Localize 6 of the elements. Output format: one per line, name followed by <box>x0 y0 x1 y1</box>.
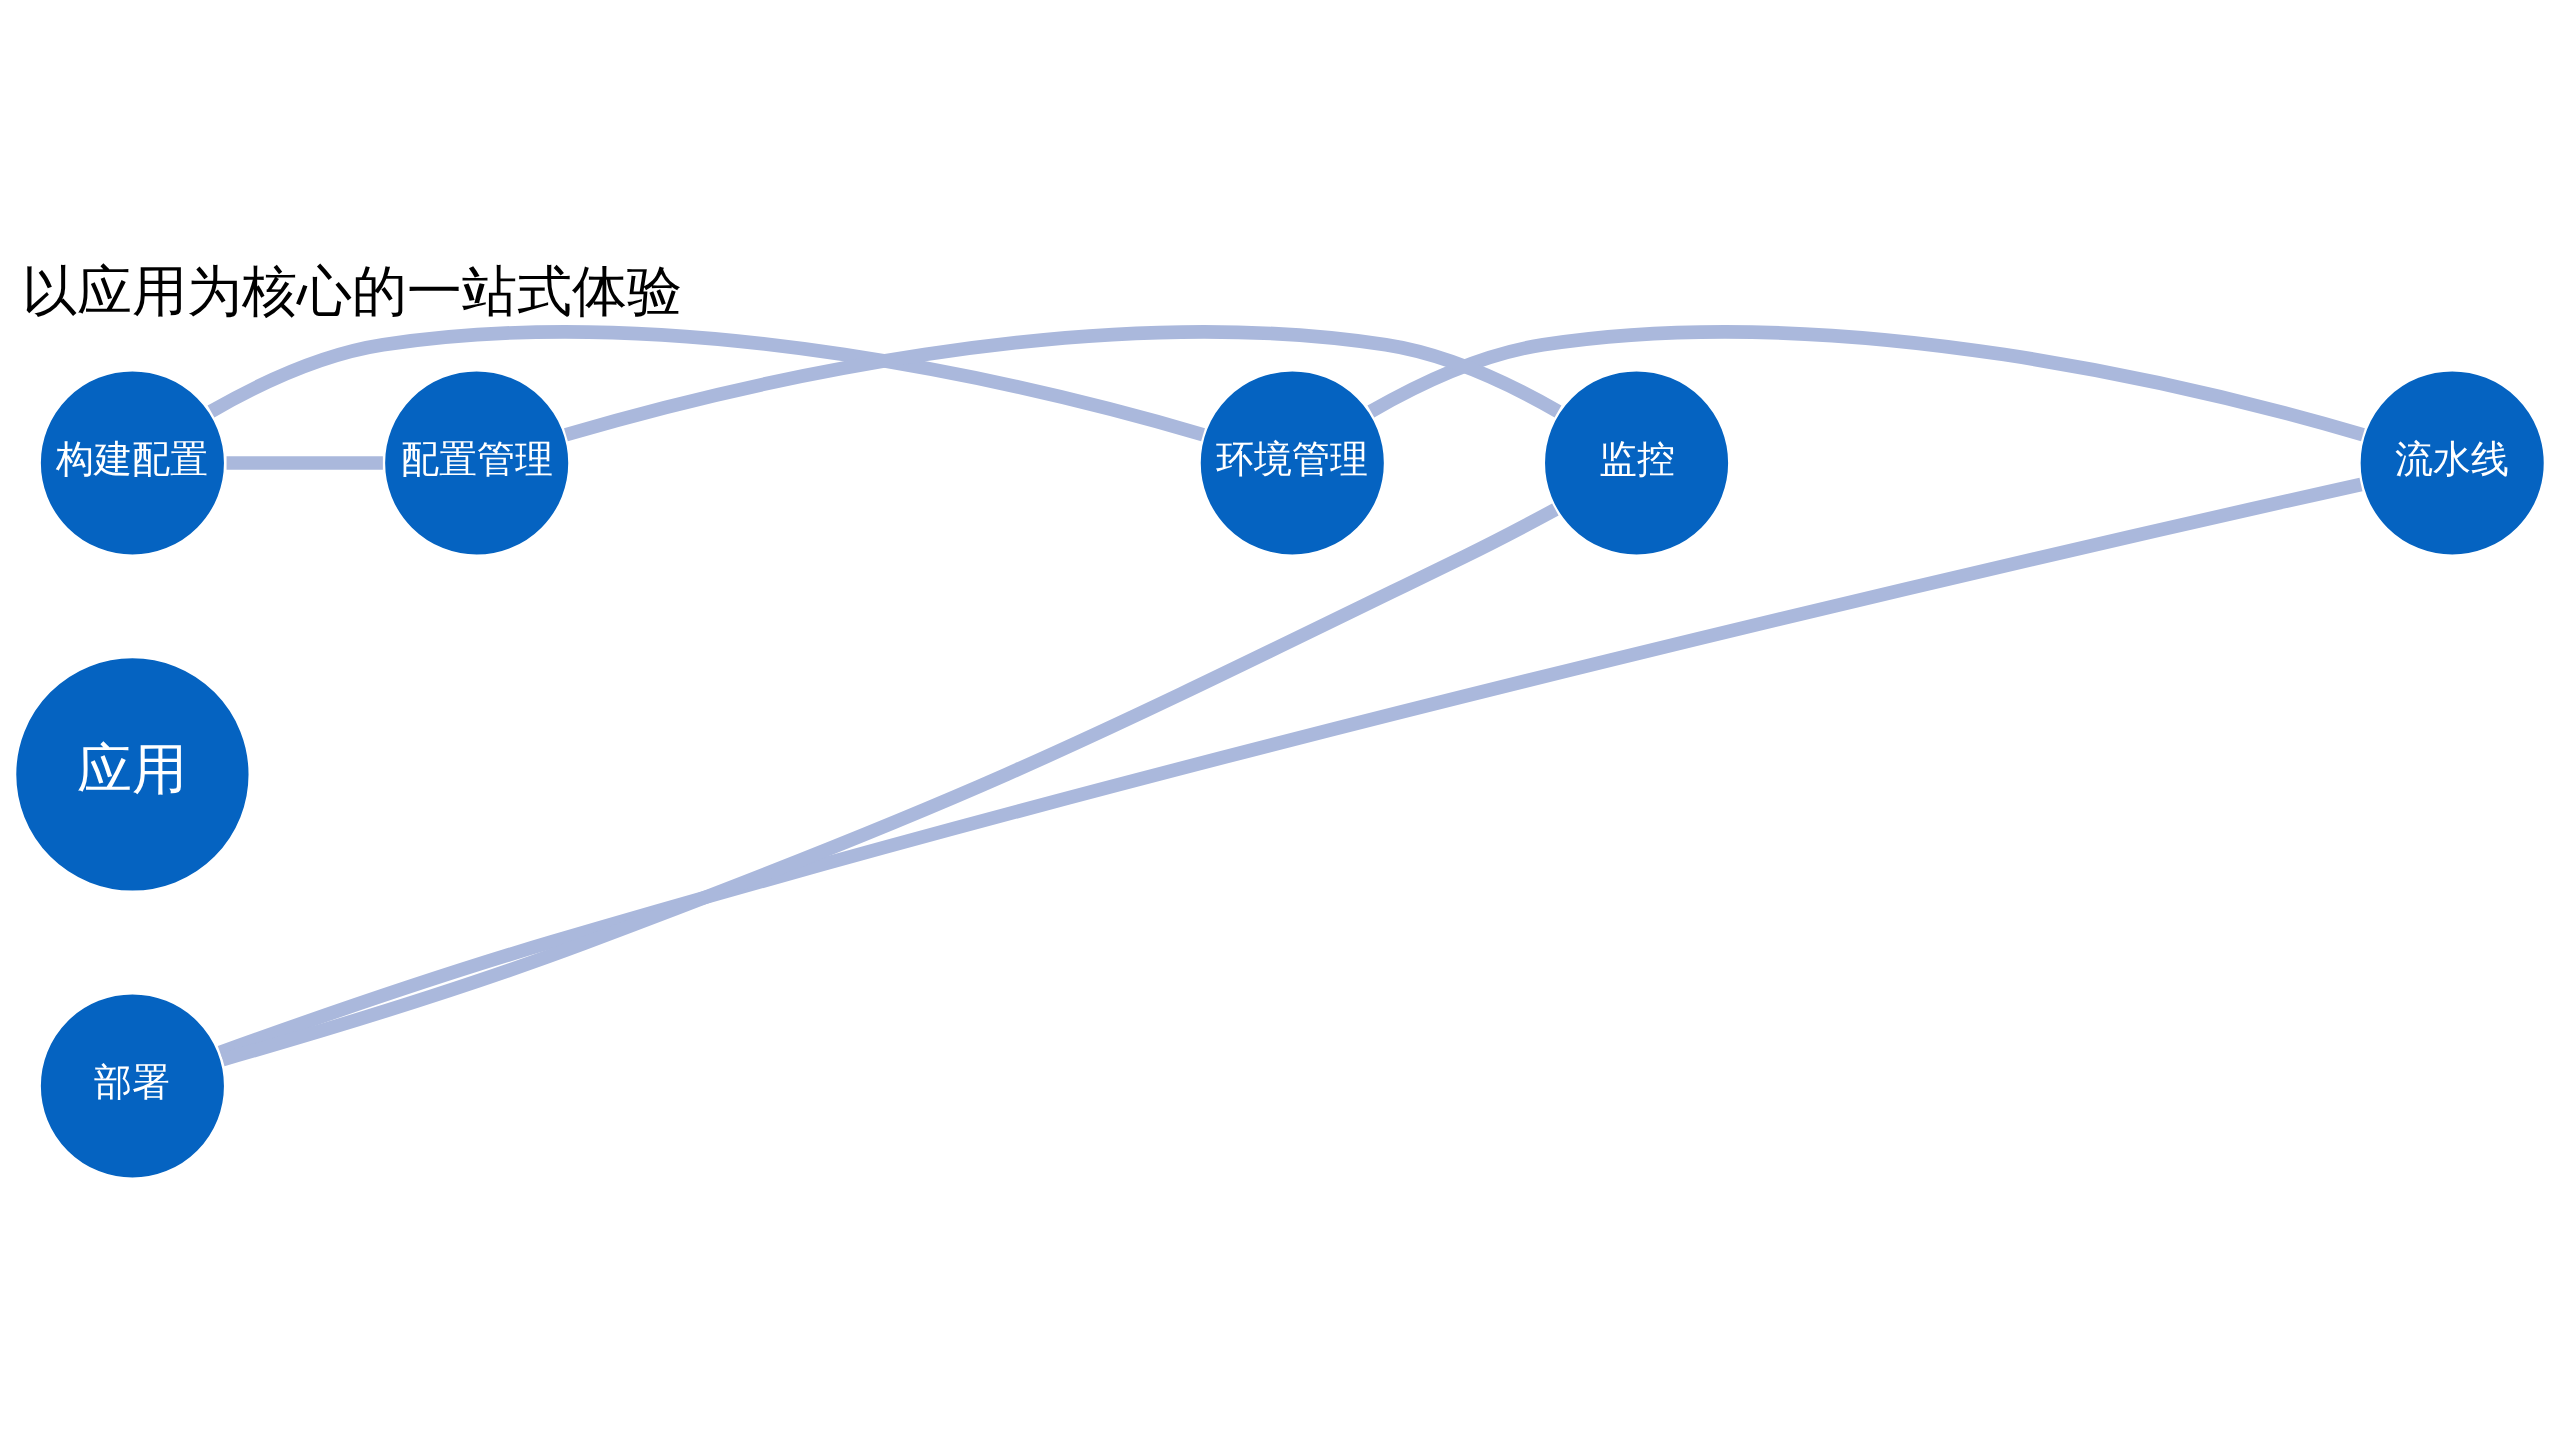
connector <box>1367 325 2365 442</box>
connector <box>207 325 1205 442</box>
diagram-title: 以应用为核心的一站式体验 <box>21 258 682 323</box>
connector <box>226 456 383 470</box>
connector <box>564 325 1562 442</box>
connector <box>220 503 1559 1067</box>
